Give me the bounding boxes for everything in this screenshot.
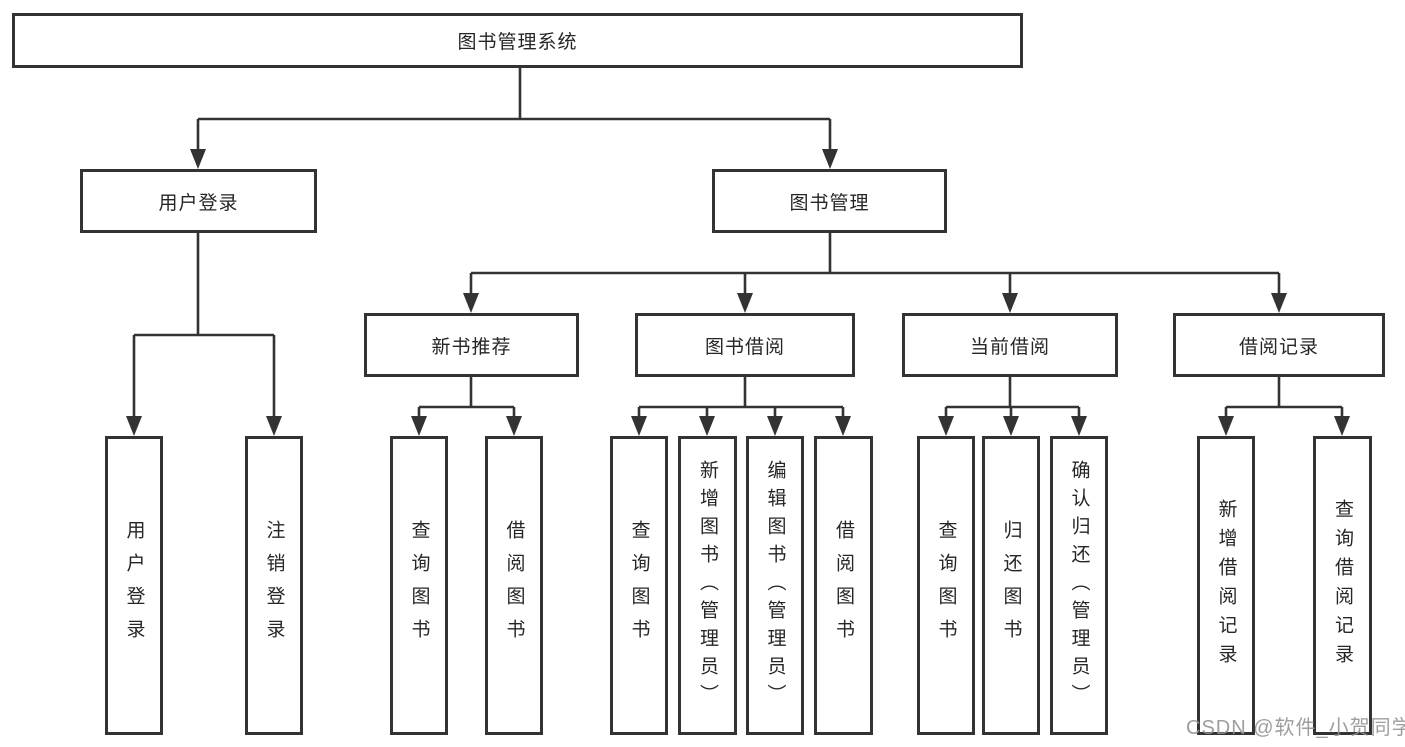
- node-book-management: 图书管理: [712, 169, 947, 233]
- node-root: 图书管理系统: [12, 13, 1023, 68]
- node-new-book-recommend-label: 新书推荐: [431, 336, 512, 358]
- node-leaf-logout-label: 注销登录: [263, 519, 285, 652]
- node-leaf-user-login-label: 用户登录: [123, 519, 145, 652]
- node-leaf-user-login: 用户登录: [105, 436, 163, 735]
- node-leaf-edit-book-admin: 编辑图书（管理员）: [746, 436, 804, 735]
- node-leaf-confirm-return-admin: 确认归还（管理员）: [1050, 436, 1108, 735]
- node-leaf-query-book-1-label: 查询图书: [408, 519, 430, 652]
- node-book-borrowing-label: 图书借阅: [704, 336, 785, 358]
- node-leaf-query-book-2: 查询图书: [610, 436, 668, 735]
- node-leaf-edit-book-admin-label: 编辑图书（管理员）: [764, 459, 786, 712]
- node-current-borrowing-label: 当前借阅: [969, 336, 1050, 358]
- node-leaf-query-book-2-label: 查询图书: [628, 519, 650, 652]
- node-leaf-add-borrow-record: 新增借阅记录: [1197, 436, 1255, 735]
- node-new-book-recommend: 新书推荐: [364, 313, 579, 377]
- node-leaf-add-borrow-record-label: 新增借阅记录: [1215, 498, 1237, 673]
- node-user-login-label: 用户登录: [158, 192, 239, 214]
- node-leaf-logout: 注销登录: [245, 436, 303, 735]
- node-leaf-query-borrow-record: 查询借阅记录: [1313, 436, 1372, 735]
- node-user-login: 用户登录: [80, 169, 317, 233]
- node-leaf-borrow-book-1: 借阅图书: [485, 436, 543, 735]
- node-current-borrowing: 当前借阅: [902, 313, 1118, 377]
- csdn-watermark: CSDN @软件_小贺同学: [1186, 717, 1405, 739]
- node-leaf-borrow-book-2: 借阅图书: [814, 436, 873, 735]
- node-borrowing-records-label: 借阅记录: [1238, 336, 1319, 358]
- node-borrowing-records: 借阅记录: [1173, 313, 1385, 377]
- node-book-borrowing: 图书借阅: [635, 313, 855, 377]
- node-leaf-borrow-book-2-label: 借阅图书: [833, 519, 854, 652]
- node-leaf-query-book-3-label: 查询图书: [935, 519, 957, 652]
- node-leaf-return-book-label: 归还图书: [1000, 519, 1022, 652]
- node-leaf-add-book-admin-label: 新增图书（管理员）: [697, 459, 718, 712]
- node-book-management-label: 图书管理: [789, 192, 870, 214]
- node-root-label: 图书管理系统: [457, 32, 578, 53]
- node-leaf-query-book-1: 查询图书: [390, 436, 448, 735]
- node-leaf-borrow-book-1-label: 借阅图书: [503, 519, 525, 652]
- node-leaf-add-book-admin: 新增图书（管理员）: [678, 436, 737, 735]
- node-leaf-return-book: 归还图书: [982, 436, 1040, 735]
- node-leaf-confirm-return-admin-label: 确认归还（管理员）: [1068, 459, 1090, 712]
- node-leaf-query-borrow-record-label: 查询借阅记录: [1332, 498, 1353, 673]
- node-leaf-query-book-3: 查询图书: [917, 436, 975, 735]
